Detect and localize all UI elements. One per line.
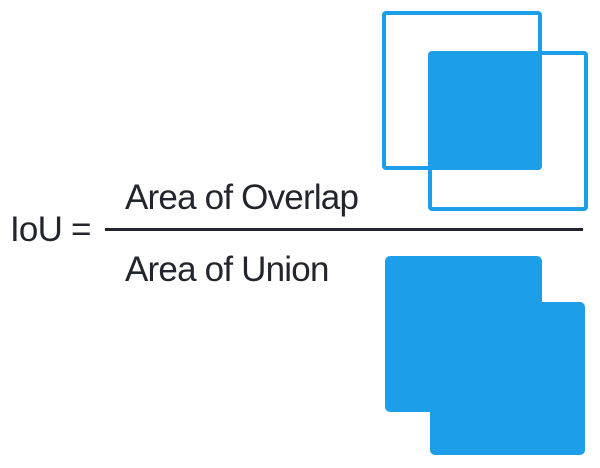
intersection-fill-icon (429, 52, 542, 170)
formula-lhs-label: IoU = (10, 210, 91, 249)
fraction-bar (105, 228, 583, 231)
union-box-b-icon (430, 302, 585, 455)
numerator-label: Area of Overlap (125, 178, 359, 217)
denominator-label: Area of Union (125, 250, 329, 289)
